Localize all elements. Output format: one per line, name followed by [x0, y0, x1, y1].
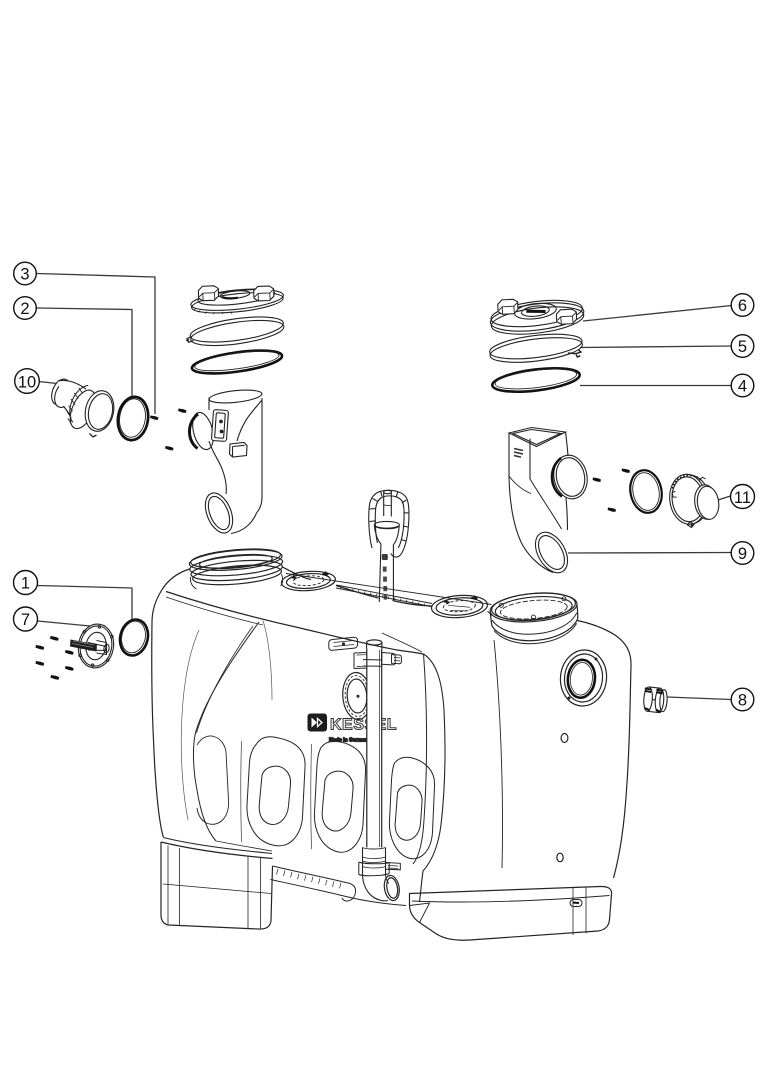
svg-text:KESSEL: KESSEL — [330, 717, 397, 734]
svg-text:2: 2 — [20, 300, 29, 318]
svg-text:4: 4 — [738, 378, 747, 396]
svg-text:Made in Germany: Made in Germany — [329, 738, 371, 744]
svg-text:9: 9 — [738, 545, 747, 563]
svg-text:7: 7 — [21, 611, 30, 629]
svg-text:3: 3 — [20, 266, 29, 284]
svg-text:6: 6 — [738, 297, 747, 315]
svg-text:1: 1 — [21, 575, 30, 593]
svg-text:10: 10 — [18, 374, 36, 392]
svg-text:5: 5 — [738, 338, 747, 356]
svg-text:11: 11 — [734, 489, 751, 507]
svg-text:8: 8 — [738, 692, 747, 710]
